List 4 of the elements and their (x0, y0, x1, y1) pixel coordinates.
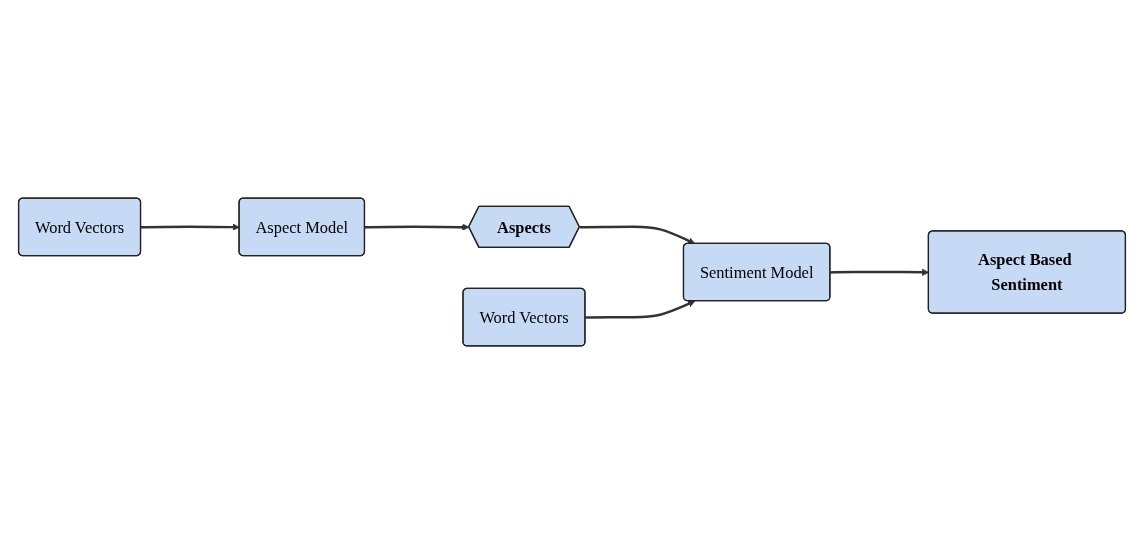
arrow (364, 223, 470, 231)
arrow (140, 223, 240, 231)
arrow (579, 225, 696, 245)
arrow (585, 300, 696, 319)
